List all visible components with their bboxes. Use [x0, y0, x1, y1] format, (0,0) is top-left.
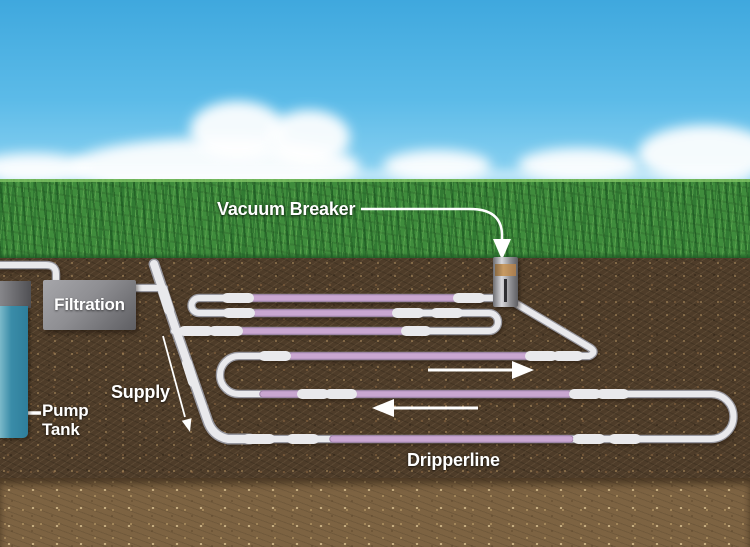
pump-tank-riser: [0, 281, 31, 308]
pump-tank-label: Pump Tank: [42, 401, 89, 439]
grass-strip: [0, 179, 750, 258]
pump-tank-label-line2: Tank: [42, 420, 80, 439]
soil-lower-layer: [0, 478, 750, 547]
flow-arrow-left-icon: [372, 399, 478, 417]
inlet-pipe: [0, 262, 59, 286]
vacuum-breaker-callout-arrow: [361, 207, 511, 260]
vacuum-breaker-device: [493, 257, 518, 307]
supply-arrow-icon: [162, 335, 192, 432]
flow-arrow-right-icon: [428, 361, 534, 379]
supply-label: Supply: [111, 382, 170, 402]
pipe-couplers: [158, 286, 641, 444]
filtration-unit: Filtration: [43, 280, 136, 330]
vacuum-breaker-label: Vacuum Breaker: [217, 199, 356, 219]
vacuum-breaker-slot: [504, 279, 507, 302]
cloud-3: [268, 110, 350, 165]
sky: [0, 0, 750, 196]
pump-tank: [0, 306, 28, 438]
filtration-label: Filtration: [54, 295, 125, 314]
horizon-haze: [0, 170, 750, 180]
pipe-network: [0, 258, 738, 445]
dripperline-label: Dripperline: [407, 450, 500, 470]
pvc-pipes: [0, 260, 737, 443]
dripper-runs-1-3-pvc: [171, 295, 502, 334]
vacuum-breaker-band: [495, 264, 516, 276]
dripper-runs-4-6-pvc: [217, 297, 737, 442]
pump-tank-label-line1: Pump: [42, 401, 89, 420]
